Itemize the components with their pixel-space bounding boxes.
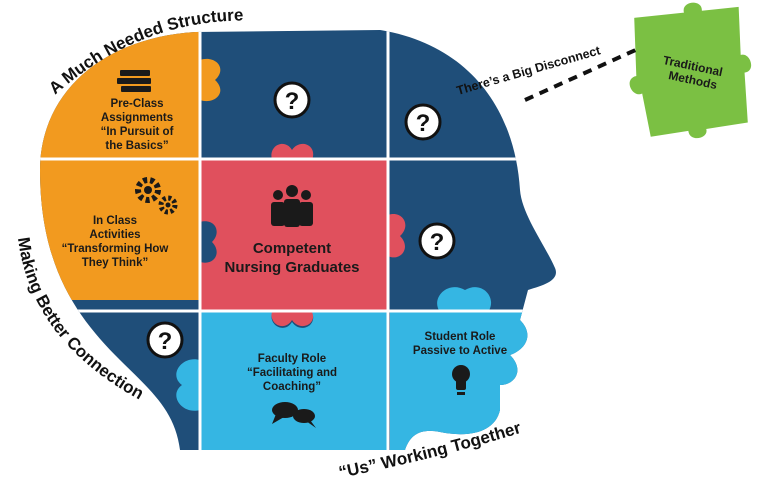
- student-line2: Passive to Active: [413, 345, 507, 357]
- disconnect-dashed-line: [524, 46, 641, 102]
- student-line1: Student Role: [425, 331, 496, 343]
- people-group-icon: [271, 185, 313, 227]
- question-badge-top: ?: [273, 81, 311, 119]
- faculty-line2: “Facilitating and: [247, 367, 337, 379]
- pre-class-line1: Pre-Class: [110, 98, 163, 110]
- faculty-line1: Faculty Role: [258, 353, 326, 365]
- speech-bubbles-icon: [272, 402, 316, 428]
- question-mark-upper-right: ?: [416, 110, 431, 137]
- disconnect-text: There’s a Big Disconnect: [455, 43, 603, 98]
- lightbulb-icon: [452, 365, 470, 395]
- traditional-methods-piece: Traditional Methods: [629, 2, 752, 139]
- in-class-line3: “Transforming How: [62, 243, 169, 255]
- question-mark-bottom-left: ?: [158, 328, 173, 355]
- in-class-line1: In Class: [93, 215, 137, 227]
- faculty-line3: Coaching”: [263, 381, 321, 393]
- question-mark-right: ?: [430, 229, 445, 256]
- center-line2: Nursing Graduates: [224, 259, 359, 276]
- question-badge-bottom-left: ?: [146, 321, 184, 359]
- question-mark-top: ?: [285, 88, 300, 115]
- books-icon: [117, 70, 151, 92]
- faculty-piece: [176, 312, 388, 450]
- in-class-line4: They Think”: [82, 257, 148, 269]
- gears-icon: [135, 177, 178, 215]
- center-piece: [200, 143, 406, 327]
- pre-class-line2: Assignments: [101, 112, 173, 124]
- center-line1: Competent: [253, 240, 331, 257]
- piece-seams: [40, 30, 556, 450]
- in-class-line2: Activities: [89, 229, 140, 241]
- pre-class-line3: “In Pursuit of: [101, 126, 174, 138]
- pre-class-line4: the Basics”: [105, 140, 168, 152]
- question-badge-upper-right: ?: [404, 103, 442, 141]
- question-badge-right: ?: [418, 222, 456, 260]
